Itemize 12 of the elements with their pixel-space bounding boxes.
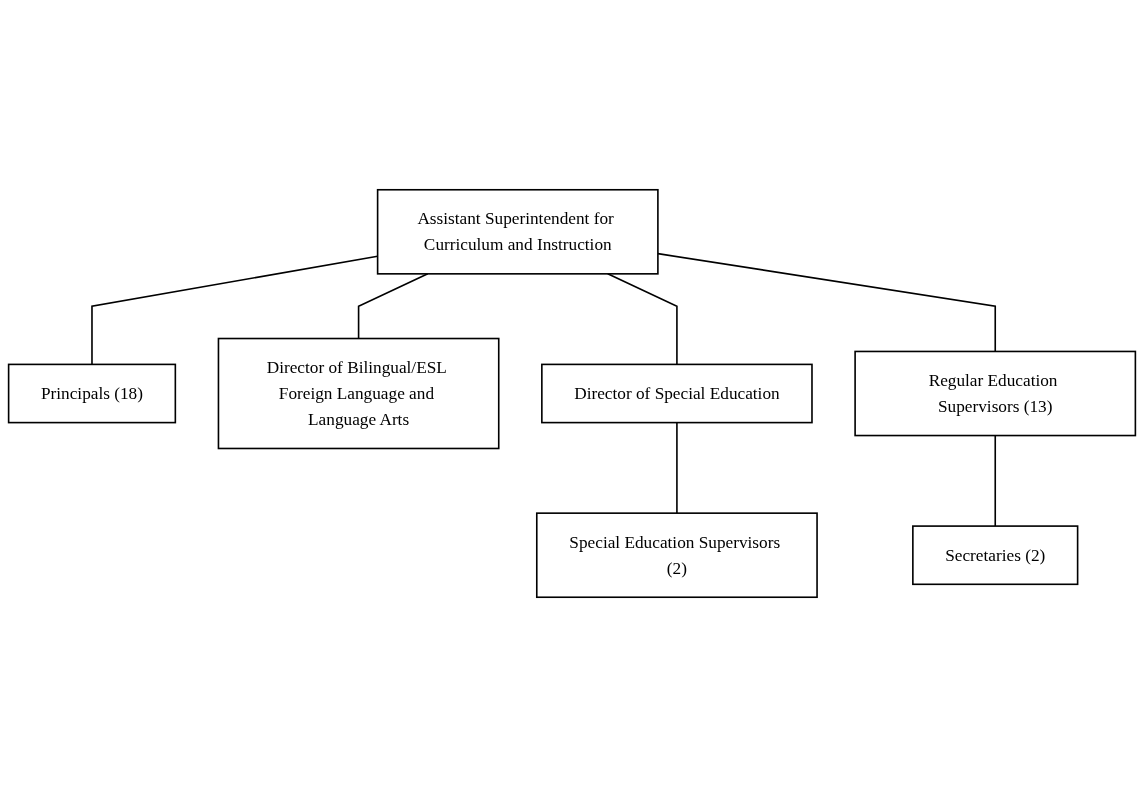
connector (357, 273, 429, 340)
node-box: Principals (18) (7, 363, 177, 424)
connector (994, 434, 997, 527)
node-box: Assistant Superintendent for Curriculum and Instruction (376, 188, 659, 275)
node-box: Secretaries (2) (912, 525, 1079, 586)
node-box: Director of Bilingual/ESL Foreign Language and Language Arts (217, 337, 500, 450)
node-box: Director of Special Education (541, 363, 813, 424)
connector (657, 252, 997, 353)
connector (676, 421, 678, 514)
connector (606, 273, 678, 366)
node-box: Regular Education Supervisors (13) (854, 350, 1137, 437)
node-box: Special Education Supervisors (2) (535, 512, 818, 599)
